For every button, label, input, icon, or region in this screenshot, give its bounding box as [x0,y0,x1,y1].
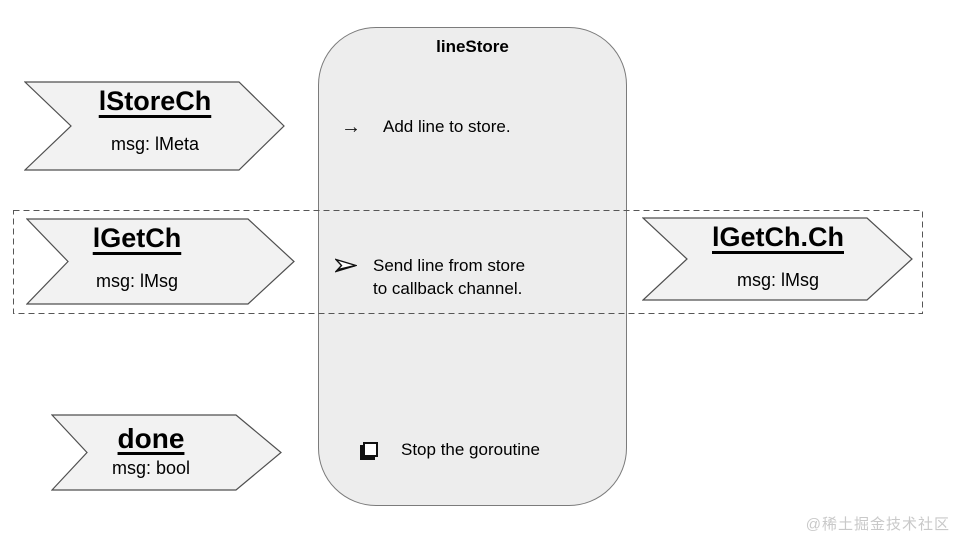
behavior-add-line-label: Add line to store. [383,117,511,136]
arrow-right-icon: → [341,116,361,138]
channel-lstorech-name: lStoreCh [98,86,212,116]
channel-lgetch-ch: lGetCh.Ch msg: lMsg [642,217,914,302]
behavior-stop-label: Stop the goroutine [401,440,540,459]
linestore-box: lineStore → Add line to store. Send line… [318,27,627,506]
behavior-add-line: → Add line to store. [341,115,511,139]
channel-done: done msg: bool [51,414,283,491]
channel-lstorech: lStoreCh msg: lMeta [24,81,286,171]
channel-lgetch: lGetCh msg: lMsg [26,218,296,305]
behavior-stop: Stop the goroutine [359,438,540,461]
channel-lstorech-msg: msg: lMeta [110,134,200,154]
chevron-shape [51,414,282,491]
channel-done-msg: msg: bool [111,458,191,478]
watermark: @稀土掘金技术社区 [805,516,950,533]
channel-lgetch-ch-msg: msg: lMsg [736,270,819,290]
linestore-title: lineStore [436,37,509,56]
arrowhead-right-icon [335,258,357,273]
chevron-shape [26,218,295,305]
channel-lgetch-msg: msg: lMsg [95,271,178,291]
chevron-shape [24,81,285,171]
channel-lgetch-ch-name: lGetCh.Ch [712,222,844,252]
channel-lgetch-name: lGetCh [92,223,182,253]
chevron-shape [642,217,913,301]
channel-done-name: done [117,423,185,454]
behavior-send-line-label: Send line from store to callback channel… [373,256,526,298]
behavior-send-line: Send line from store to callback channel… [335,254,525,300]
drop-shadow-square-icon [359,438,379,461]
